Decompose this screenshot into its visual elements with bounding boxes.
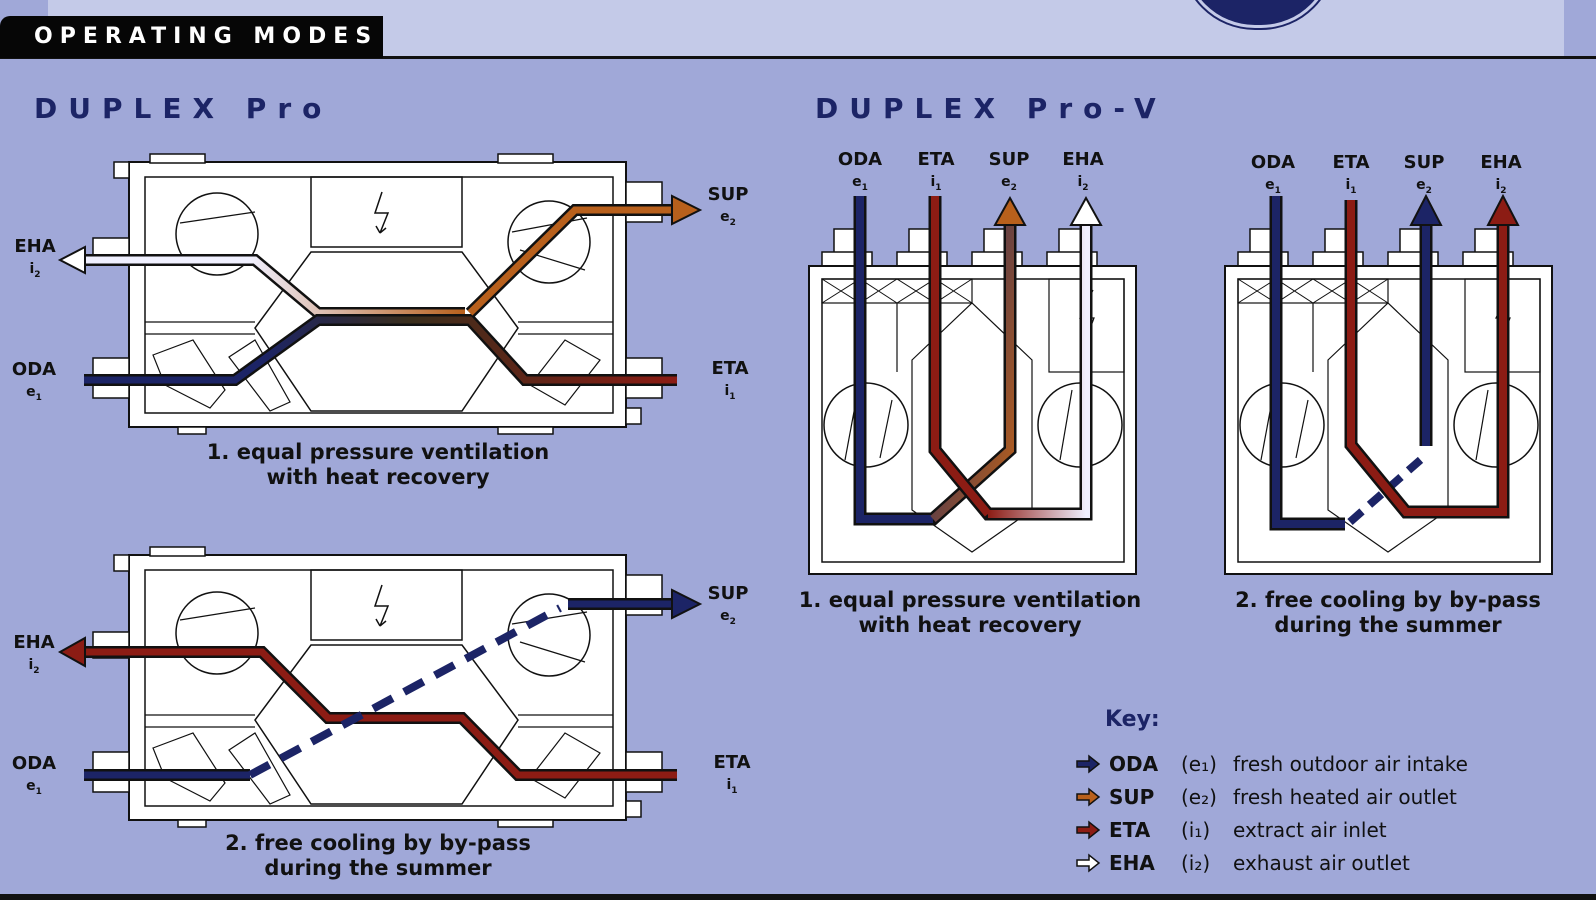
arrow-filled-red-icon (1076, 820, 1101, 840)
key-abbr: EHA (1109, 851, 1155, 875)
key-abbr: ETA (1109, 818, 1151, 842)
key-symbol: (i₂) (1181, 851, 1211, 875)
arrow-filled-navy-icon (1076, 754, 1101, 774)
pro-mode2-flows (57, 588, 703, 781)
key-desc: fresh outdoor air intake (1233, 752, 1468, 776)
key-row-eha: EHA (i₂) exhaust air outlet (1075, 848, 1410, 878)
arrow-outline-white-icon (1076, 853, 1101, 873)
header-divider (0, 56, 1596, 59)
key-row-sup: SUP (e₂) fresh heated air outlet (1075, 782, 1457, 812)
arrow-filled-orange-icon (1076, 787, 1101, 807)
key-row-oda: ODA (e₁) fresh outdoor air intake (1075, 749, 1468, 779)
key-title: Key: (1105, 707, 1160, 732)
duplex-pro-title: DUPLEX Pro (34, 92, 333, 125)
footer-divider (0, 894, 1596, 900)
pro-mode2-unit (92, 546, 663, 828)
key-abbr: SUP (1109, 785, 1155, 809)
pro-mode1-flows (57, 194, 703, 386)
key-row-eta: ETA (i₁) extract air inlet (1075, 815, 1387, 845)
prov-mode1-flows (853, 195, 1103, 526)
key-desc: exhaust air outlet (1233, 851, 1410, 875)
key-symbol: (e₂) (1181, 785, 1217, 809)
operating-modes-tab (0, 16, 383, 58)
prov-mode2-flows (1269, 193, 1520, 531)
key-desc: fresh heated air outlet (1233, 785, 1457, 809)
key-symbol: (i₁) (1181, 818, 1211, 842)
pro-mode1-unit (92, 153, 663, 435)
key-desc: extract air inlet (1233, 818, 1387, 842)
duplex-pro-v-title: DUPLEX Pro-V (815, 92, 1167, 125)
key-abbr: ODA (1109, 752, 1159, 776)
key-symbol: (e₁) (1181, 752, 1217, 776)
operating-modes-tab-label: OPERATING MODES (34, 24, 379, 49)
